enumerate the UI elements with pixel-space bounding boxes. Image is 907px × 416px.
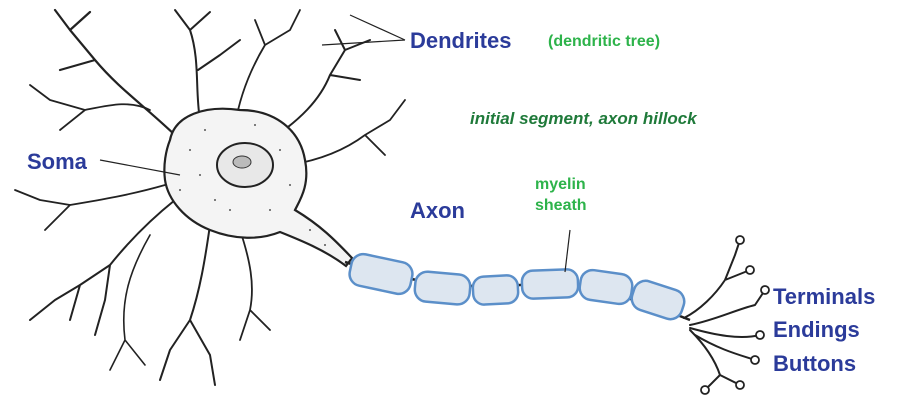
label-dendrites: Dendrites	[410, 29, 511, 53]
label-endings: Endings	[773, 318, 860, 342]
label-terminals: Terminals	[773, 285, 875, 309]
label-myelin: myelin	[535, 176, 586, 194]
nucleolus	[233, 156, 251, 168]
axon-terminals	[684, 240, 765, 390]
label-axon: Axon	[410, 199, 465, 223]
label-initial-segment: initial segment, axon hillock	[470, 110, 697, 129]
label-dendritic-tree: (dendritic tree)	[548, 33, 660, 51]
soma-body	[164, 109, 352, 266]
myelin-sheath-segments	[347, 252, 687, 322]
label-buttons: Buttons	[773, 352, 856, 376]
label-sheath: sheath	[535, 197, 587, 215]
terminal-buttons	[701, 236, 769, 394]
label-soma: Soma	[27, 150, 87, 174]
